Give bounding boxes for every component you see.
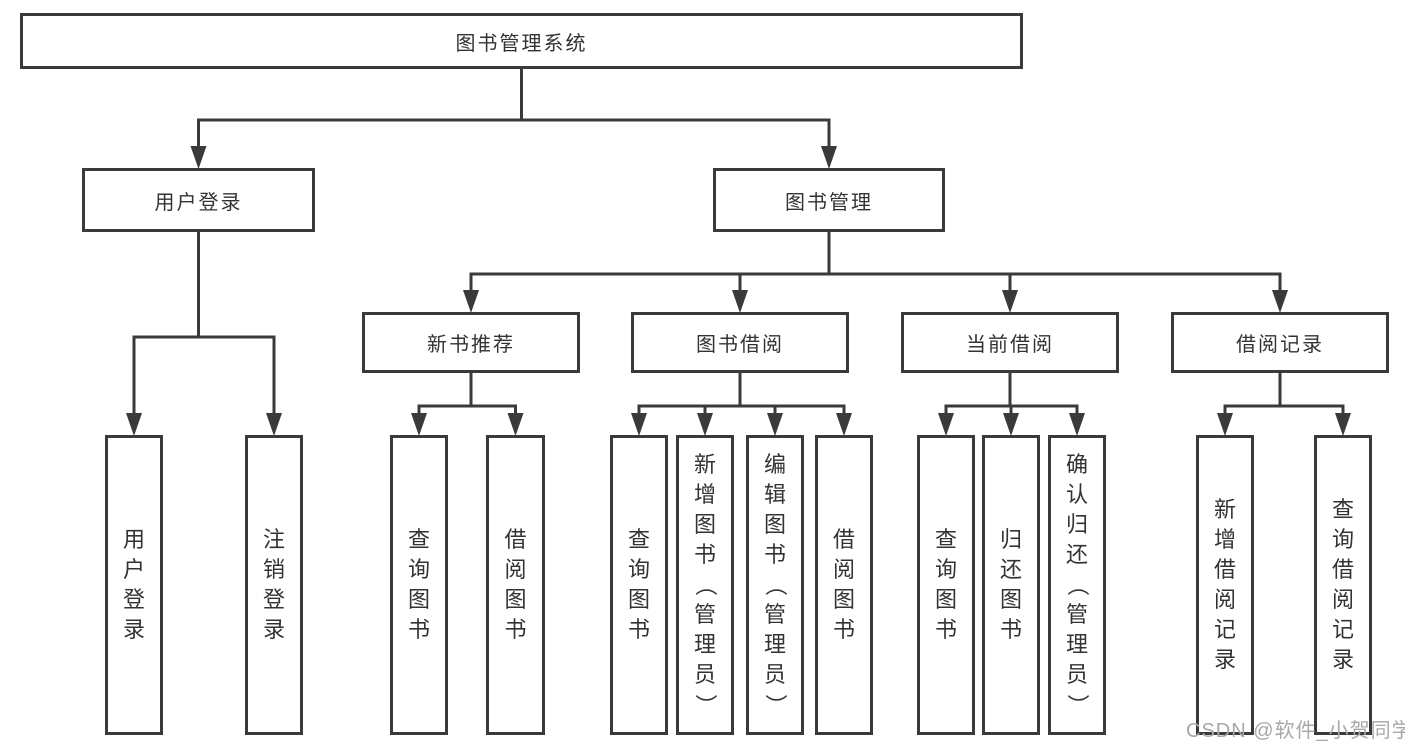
node-label: 借阅图书 xyxy=(833,527,856,642)
node-label: 图书管理 xyxy=(785,191,873,214)
arrow-down-icon xyxy=(1069,413,1085,436)
node-label: 图书借阅 xyxy=(696,334,784,356)
arrow-down-icon xyxy=(463,290,479,313)
node-label: 用户登录 xyxy=(154,191,243,214)
node-book-mgmt: 图书管理 xyxy=(713,168,945,232)
node-label: 借阅图书 xyxy=(504,527,527,642)
arrow-down-icon xyxy=(411,413,427,436)
node-login: 用户登录 xyxy=(105,435,163,735)
node-label: 查询借阅记录 xyxy=(1332,497,1355,672)
node-label: 新书推荐 xyxy=(427,334,515,356)
arrow-down-icon xyxy=(821,146,837,169)
arrow-down-icon xyxy=(697,413,713,436)
node-br-add-record: 新增借阅记录 xyxy=(1196,435,1254,735)
node-new-book-rec: 新书推荐 xyxy=(362,312,580,373)
node-cb-confirm-return: 确认归还（管理员） xyxy=(1048,435,1106,735)
node-label: 当前借阅 xyxy=(966,334,1054,356)
node-bb-edit-books: 编辑图书（管理员） xyxy=(746,435,804,735)
node-label: 查询图书 xyxy=(935,527,958,642)
node-logout: 注销登录 xyxy=(245,435,303,735)
arrow-down-icon xyxy=(1002,290,1018,313)
node-label: 图书管理系统 xyxy=(455,32,588,55)
arrow-down-icon xyxy=(767,413,783,436)
node-label: 查询图书 xyxy=(408,527,431,642)
node-label: 新增借阅记录 xyxy=(1214,497,1237,672)
watermark: CSDN @软件_小贺同学 xyxy=(1186,720,1405,742)
arrow-down-icon xyxy=(1272,290,1288,313)
arrow-down-icon xyxy=(507,413,524,436)
arrow-down-icon xyxy=(631,413,647,436)
node-label: 注销登录 xyxy=(263,527,286,642)
node-rec-borrow-books: 借阅图书 xyxy=(486,435,545,735)
node-bb-query-books: 查询图书 xyxy=(610,435,668,735)
arrow-down-icon xyxy=(190,146,207,169)
node-label: 查询图书 xyxy=(628,527,651,642)
arrow-down-icon xyxy=(266,413,282,436)
node-borrow-records: 借阅记录 xyxy=(1171,312,1389,373)
node-cb-query-books: 查询图书 xyxy=(917,435,975,735)
node-label: 确认归还（管理员） xyxy=(1065,452,1090,717)
node-label: 用户登录 xyxy=(123,527,146,642)
node-label: 借阅记录 xyxy=(1236,334,1324,356)
arrow-down-icon xyxy=(1003,413,1019,436)
arrow-down-icon xyxy=(836,413,852,436)
arrow-down-icon xyxy=(1335,413,1351,436)
node-label: 编辑图书（管理员） xyxy=(763,452,788,717)
node-bb-borrow-books: 借阅图书 xyxy=(815,435,873,735)
arrow-down-icon xyxy=(1217,413,1233,436)
arrow-down-icon xyxy=(126,413,142,436)
node-bb-add-books: 新增图书（管理员） xyxy=(676,435,734,735)
arrow-down-icon xyxy=(732,290,748,313)
node-label: 新增图书（管理员） xyxy=(693,452,718,717)
node-cb-return-books: 归还图书 xyxy=(982,435,1040,735)
node-root: 图书管理系统 xyxy=(20,13,1023,69)
node-br-query-record: 查询借阅记录 xyxy=(1314,435,1372,735)
node-label: 归还图书 xyxy=(1000,527,1023,642)
node-user-login: 用户登录 xyxy=(82,168,315,232)
node-rec-query-books: 查询图书 xyxy=(390,435,448,735)
node-book-borrow: 图书借阅 xyxy=(631,312,849,373)
arrow-down-icon xyxy=(938,413,954,436)
node-current-borrow: 当前借阅 xyxy=(901,312,1119,373)
